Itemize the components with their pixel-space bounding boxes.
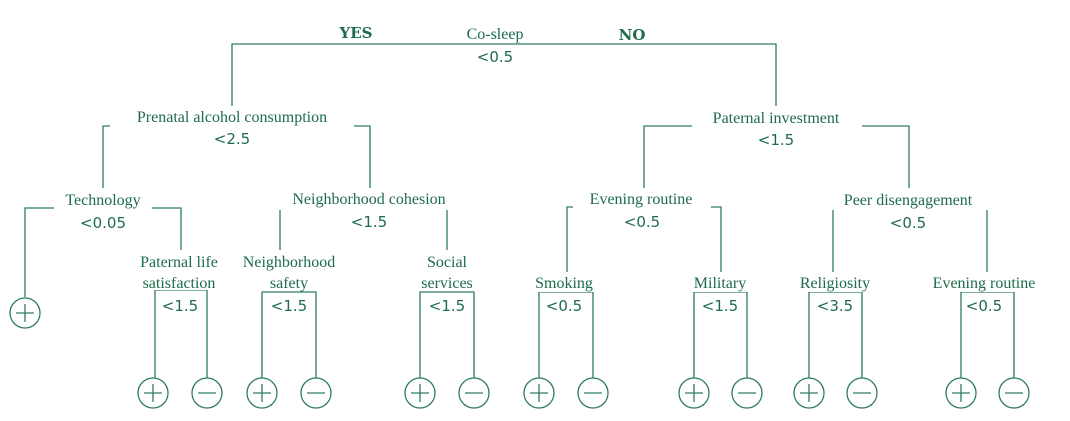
plus-circle-icon xyxy=(678,377,710,409)
node-military-name: Military xyxy=(694,275,746,292)
node-neighborhood-cohesion-threshold: <1.5 xyxy=(351,213,387,231)
node-paternal-investment-threshold: <1.5 xyxy=(758,131,794,149)
edge-social-services xyxy=(419,291,475,378)
minus-circle-icon xyxy=(577,377,609,409)
minus-circle-icon xyxy=(998,377,1030,409)
node-prenatal-threshold: <2.5 xyxy=(214,130,250,148)
plus-circle-icon xyxy=(404,377,436,409)
node-evening-routine-2-threshold: <0.5 xyxy=(966,297,1002,315)
branch-no-label: NO xyxy=(619,26,646,44)
node-military-threshold: <1.5 xyxy=(702,297,738,315)
node-social-services-threshold: <1.5 xyxy=(429,297,465,315)
branch-yes-label: YES xyxy=(339,24,373,42)
plus-circle-icon xyxy=(9,297,41,329)
node-social-services-name-line2: services xyxy=(421,275,473,292)
minus-circle-icon xyxy=(846,377,878,409)
node-labels: Co-sleep <0.5 Prenatal alcohol consumpti… xyxy=(54,22,1050,315)
node-neighborhood-safety-threshold: <1.5 xyxy=(271,297,307,315)
node-religiosity-threshold: <3.5 xyxy=(817,297,853,315)
minus-circle-icon xyxy=(458,377,490,409)
node-neighborhood-safety-name-line2: safety xyxy=(270,275,308,292)
node-peer-disengagement-name: Peer disengagement xyxy=(844,192,973,209)
minus-circle-icon xyxy=(731,377,763,409)
plus-circle-icon xyxy=(523,377,555,409)
node-paternal-life-satisfaction-name-line1: Paternal life xyxy=(140,254,218,271)
node-evening-routine-1-threshold: <0.5 xyxy=(624,213,660,231)
tree-edges xyxy=(24,43,1015,378)
node-technology-name: Technology xyxy=(65,192,140,209)
node-root-name: Co-sleep xyxy=(467,26,524,43)
node-religiosity-name: Religiosity xyxy=(800,275,870,292)
edge-neighborhood-safety xyxy=(261,291,317,378)
node-smoking-name: Smoking xyxy=(535,275,593,292)
node-neighborhood-cohesion-name: Neighborhood cohesion xyxy=(292,191,445,208)
plus-circle-icon xyxy=(945,377,977,409)
plus-circle-icon xyxy=(246,377,278,409)
node-paternal-investment-name: Paternal investment xyxy=(713,110,840,127)
edge-root xyxy=(231,43,777,120)
node-technology-threshold: <0.05 xyxy=(80,214,126,232)
node-social-services-name-line1: Social xyxy=(427,254,468,271)
node-paternal-life-satisfaction-threshold: <1.5 xyxy=(162,297,198,315)
node-smoking-threshold: <0.5 xyxy=(546,297,582,315)
node-neighborhood-safety-name-line1: Neighborhood xyxy=(243,254,335,271)
node-paternal-life-satisfaction-name-line2: satisfaction xyxy=(143,275,216,292)
plus-circle-icon xyxy=(137,377,169,409)
plus-circle-icon xyxy=(793,377,825,409)
leaves xyxy=(9,297,1030,409)
node-evening-routine-2-name: Evening routine xyxy=(933,275,1036,292)
node-prenatal-name: Prenatal alcohol consumption xyxy=(137,109,327,126)
minus-circle-icon xyxy=(191,377,223,409)
minus-circle-icon xyxy=(300,377,332,409)
node-evening-routine-1-name: Evening routine xyxy=(590,191,693,208)
node-root-threshold: <0.5 xyxy=(477,48,513,66)
node-peer-disengagement-threshold: <0.5 xyxy=(890,214,926,232)
